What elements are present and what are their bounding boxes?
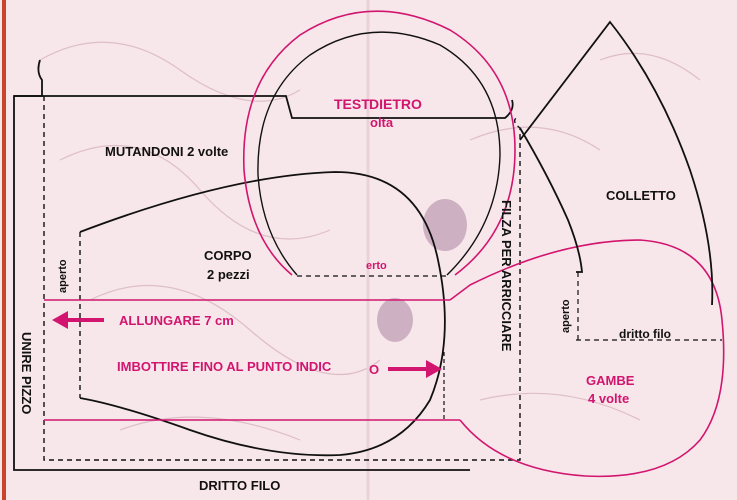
gambe-label: GAMBE (586, 373, 635, 388)
testa-label: TEST (334, 96, 370, 112)
aperto-right-label: aperto (560, 299, 572, 333)
dietro-label: DIETRO (369, 96, 422, 112)
imbottire-arrow (388, 360, 442, 378)
corpo-label: CORPO (204, 248, 252, 263)
dritto-filo-bottom-label: DRITTO FILO (199, 478, 281, 493)
mutandoni-label: MUTANDONI 2 volte (105, 144, 229, 159)
imbottire-label-end: O (369, 362, 380, 377)
testa-volta-label: olta (370, 115, 394, 130)
mutandoni-dashed-seam (43, 96, 521, 461)
allungare-arrow (52, 311, 104, 329)
colletto-inner-edge (519, 127, 583, 273)
filza-label: FILZA PER ARRICCIARE (499, 200, 514, 352)
aperto-mid-label: erto (366, 260, 387, 272)
gambe-outline (449, 239, 725, 478)
colletto-outline (519, 20, 714, 306)
corpo-count-label: 2 pezzi (207, 267, 250, 282)
corpo-outline (79, 171, 446, 457)
mutandoni-top-edge (14, 95, 514, 119)
testa-outline (242, 10, 516, 276)
ghost-blob (423, 199, 467, 251)
gambe-count-label: 4 volte (588, 391, 630, 406)
mutandoni-outline (13, 59, 470, 471)
testa-inner-seam (257, 31, 501, 276)
ghost-blob (377, 298, 413, 342)
colletto-label: COLLETTO (606, 188, 676, 203)
aperto-left-label: aperto (57, 259, 69, 293)
unire-pizzo-label: UNIRE PIZZO (19, 332, 34, 415)
allungare-label: ALLUNGARE 7 cm (119, 313, 234, 328)
dritto-filo-right-label: dritto filo (619, 327, 671, 341)
ghost-pattern-layer (39, 41, 701, 441)
imbottire-label: IMBOTTIRE FINO AL PUNTO INDIC (117, 359, 332, 374)
